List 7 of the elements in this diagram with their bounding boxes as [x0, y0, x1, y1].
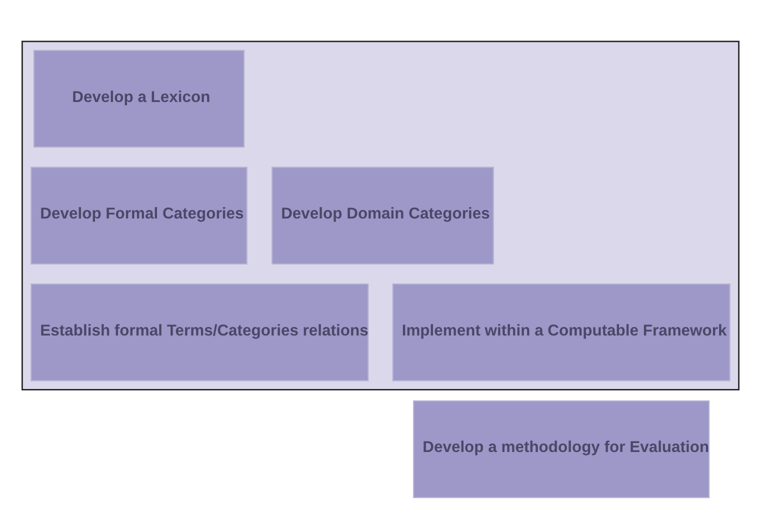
node-box: Establish formal Terms/Categories relations: [30, 283, 369, 381]
node-box: Implement within a Computable Framework: [392, 283, 730, 381]
cluster: [22, 40, 740, 390]
node-box: Develop a Lexicon: [33, 49, 245, 148]
node-box: Develop a methodology for Evaluation: [413, 400, 710, 498]
node-box: Develop Formal Categories: [30, 166, 248, 264]
node-box: Develop Domain Categories: [272, 166, 494, 264]
